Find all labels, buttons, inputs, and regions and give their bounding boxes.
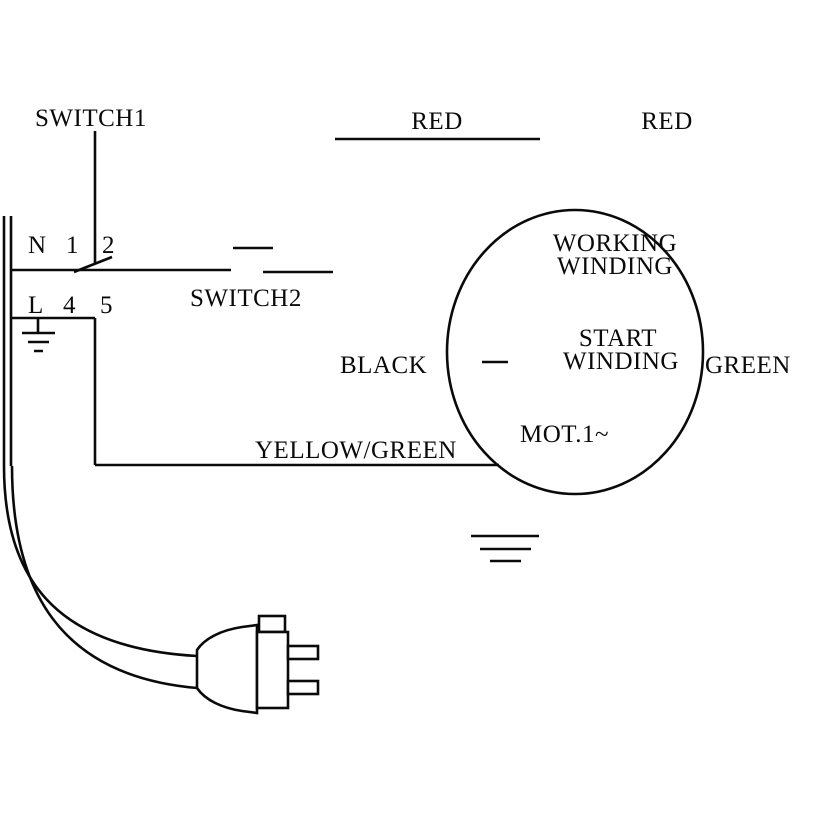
switch1-blade [73,255,113,274]
power-cord-outer [2,465,198,658]
plug-body [195,623,259,715]
label-terminal-n: N [28,232,47,259]
label-start-winding-line2: WINDING [563,348,679,375]
label-terminal-4: 4 [63,292,76,319]
plug-pin-top [286,644,320,661]
label-switch2: SWITCH2 [190,285,302,312]
plug-earth-contact [257,614,287,634]
ground-symbol-bottom [471,534,539,563]
label-start-winding-line1: START [579,325,657,352]
plug-face [255,630,290,710]
ground-symbol-left [22,331,55,353]
label-green: GREEN [705,352,791,379]
label-red-right: RED [641,108,693,135]
label-black: BLACK [340,352,427,379]
label-switch1: SWITCH1 [35,105,147,132]
label-terminal-2: 2 [102,232,115,259]
label-working-winding-line2: WINDING [557,253,673,280]
label-yellow-green: YELLOW/GREEN [255,437,457,464]
label-terminal-l: L [28,292,44,319]
motor-circle [445,208,705,496]
label-terminal-5: 5 [100,292,113,319]
power-cord-inner [10,465,198,690]
label-terminal-1: 1 [66,232,79,259]
label-working-winding-line1: WORKING [553,230,677,257]
label-motor-designation: MOT.1~ [520,421,609,448]
label-red-top: RED [411,108,463,135]
plug-pin-bottom [286,679,320,696]
